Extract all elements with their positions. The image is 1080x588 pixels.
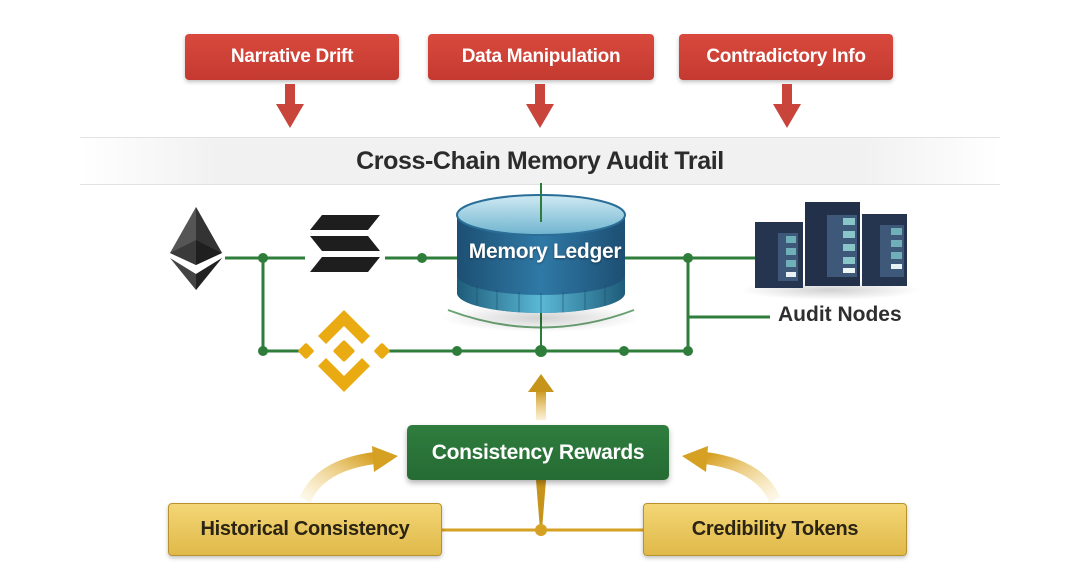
threat-narrative-drift: Narrative Drift	[185, 34, 399, 80]
solana-logo-icon	[310, 215, 380, 272]
threat-data-manipulation: Data Manipulation	[428, 34, 654, 80]
binance-logo-icon	[298, 310, 390, 392]
rewards-up-arrow-icon	[528, 374, 554, 420]
input-label: Credibility Tokens	[691, 518, 859, 540]
rewards-label: Consistency Rewards	[431, 440, 645, 464]
input-label: Historical Consistency	[200, 518, 410, 540]
threat-label: Narrative Drift	[230, 46, 354, 67]
network-nodes	[258, 253, 693, 357]
ethereum-logo-icon	[170, 207, 222, 290]
down-arrow-icon	[526, 84, 554, 128]
band-title: Cross-Chain Memory Audit Trail	[356, 146, 724, 175]
historical-consistency-box: Historical Consistency	[168, 503, 442, 556]
credibility-tokens-box: Credibility Tokens	[643, 503, 907, 556]
consistency-rewards-box: Consistency Rewards	[407, 425, 669, 480]
server-rack-icon	[740, 202, 920, 300]
threat-label: Data Manipulation	[461, 46, 621, 67]
threat-arrows	[276, 84, 801, 128]
down-arrow-icon	[276, 84, 304, 128]
audit-nodes-label: Audit Nodes	[778, 303, 902, 326]
threat-label: Contradictory Info	[706, 46, 866, 67]
gold-connector-lines	[440, 480, 645, 536]
curved-arrow-left-icon	[299, 446, 398, 503]
database-cylinder-icon	[441, 194, 641, 332]
down-arrow-icon	[773, 84, 801, 128]
memory-ledger-label: Memory Ledger	[468, 240, 622, 263]
curved-arrow-right-icon	[682, 446, 781, 503]
threat-contradictory-info: Contradictory Info	[679, 34, 893, 80]
